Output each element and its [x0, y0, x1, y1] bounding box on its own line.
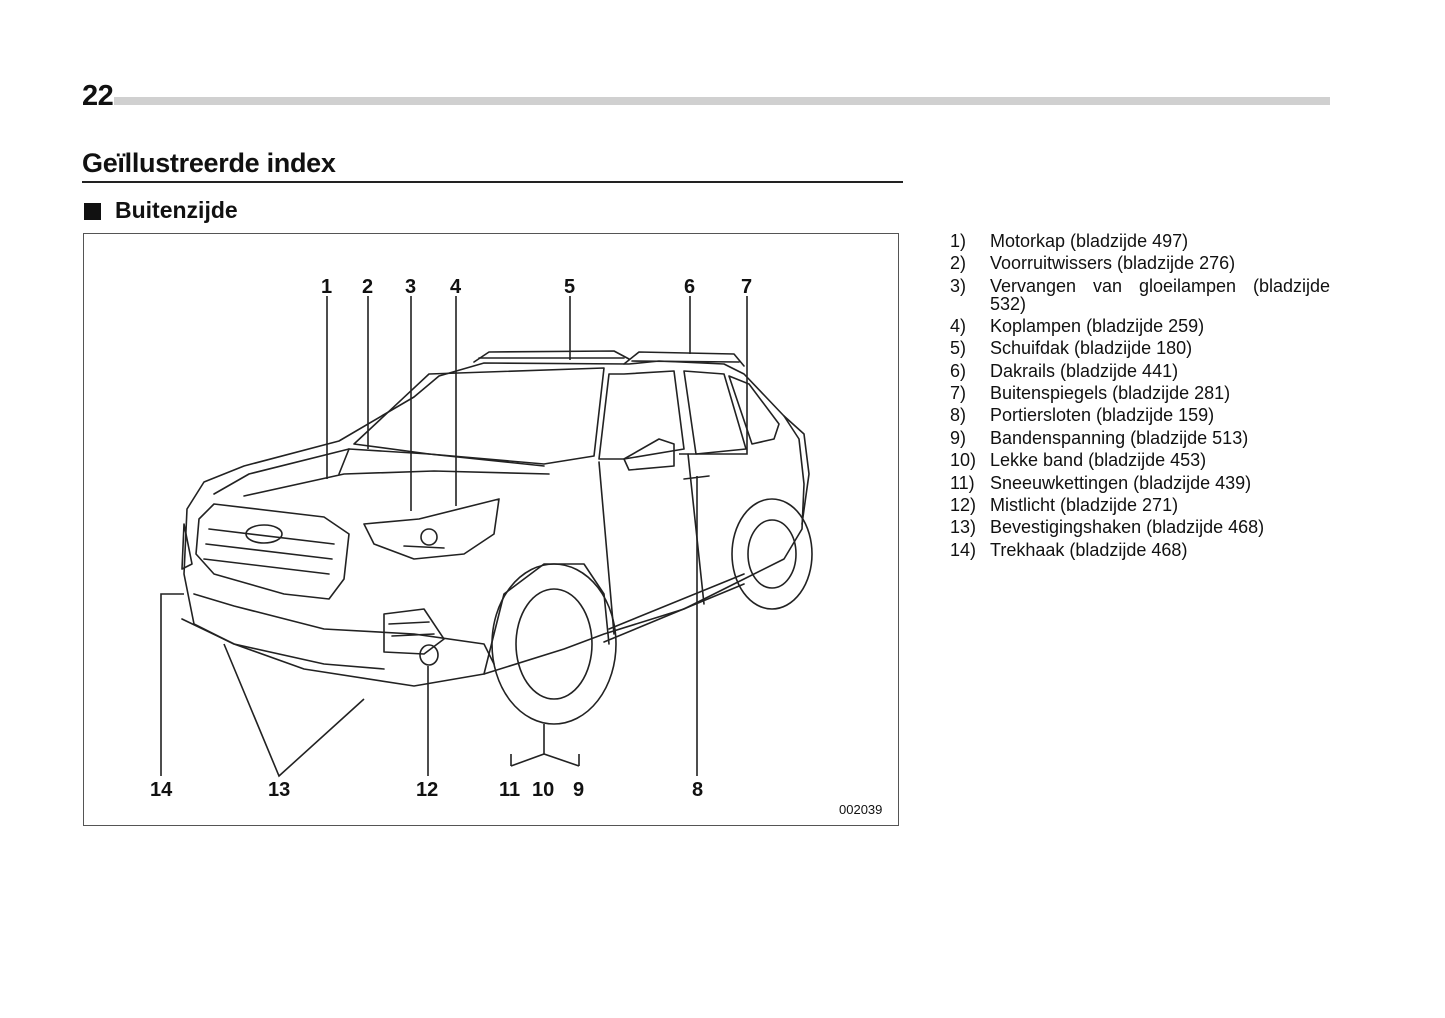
- legend-item: 8)Portiersloten (bladzijde 159): [950, 405, 1215, 426]
- callout-6: 6: [684, 276, 695, 298]
- callout-8: 8: [692, 779, 703, 801]
- legend-list: 1)Motorkap (bladzijde 497) 2)Voorruitwis…: [950, 230, 1330, 561]
- car-outline: [181, 350, 813, 725]
- legend-item: 3)Vervangen van gloeilampen (bladzijde 5…: [950, 275, 1330, 314]
- legend-item: 14)Trekhaak (bladzijde 468): [950, 539, 1188, 560]
- subsection-title: Buitenzijde: [115, 197, 238, 223]
- callout-1: 1: [321, 276, 332, 298]
- callout-12: 12: [416, 779, 438, 801]
- legend-item: 1)Motorkap (bladzijde 497): [950, 231, 1189, 251]
- legend-item: 11)Sneeuwkettingen (bladzijde 439): [950, 472, 1252, 493]
- legend-item: 13)Bevestigingshaken (bladzijde 468): [950, 517, 1265, 538]
- section-title: Geïllustreerde index: [82, 148, 336, 178]
- callout-5: 5: [564, 276, 575, 298]
- legend-item: 12)Mistlicht (bladzijde 271): [950, 495, 1179, 516]
- legend-item: 9)Bandenspanning (bladzijde 513): [950, 427, 1249, 448]
- callout-3: 3: [405, 276, 416, 298]
- callout-11: 11: [499, 779, 520, 801]
- callout-9: 9: [573, 779, 584, 801]
- callout-2: 2: [362, 276, 373, 298]
- callout-numbers: 1 2 3 4 5 6 7 8 9 10 11 12 13 14 002039: [150, 276, 882, 817]
- car-exterior-figure: 1 2 3 4 5 6 7 8 9 10 11 12 13 14 002039: [83, 233, 899, 826]
- legend-item: 6)Dakrails (bladzijde 441): [950, 360, 1179, 381]
- section-divider: [82, 181, 903, 183]
- legend-item: 2)Voorruitwissers (bladzijde 276): [950, 253, 1236, 274]
- header-bar: [114, 97, 1330, 105]
- callout-13: 13: [268, 779, 290, 801]
- callout-leaders: [160, 296, 748, 778]
- callout-14: 14: [150, 779, 173, 801]
- callout-7: 7: [741, 276, 752, 298]
- subsection-heading: Buitenzijde: [84, 197, 238, 224]
- car-line-drawing: 1 2 3 4 5 6 7 8 9 10 11 12 13 14 002039: [150, 276, 882, 817]
- callout-4: 4: [450, 276, 462, 298]
- legend-item: 4)Koplampen (bladzijde 259): [950, 315, 1205, 336]
- legend-item: 7)Buitenspiegels (bladzijde 281): [950, 383, 1231, 404]
- bullet-square-icon: [84, 203, 101, 220]
- page-number: 22: [82, 80, 114, 112]
- callout-10: 10: [532, 779, 554, 801]
- legend-item: 5)Schuifdak (bladzijde 180): [950, 338, 1193, 359]
- figure-code: 002039: [839, 802, 882, 817]
- legend-item: 10)Lekke band (bladzijde 453): [950, 450, 1207, 471]
